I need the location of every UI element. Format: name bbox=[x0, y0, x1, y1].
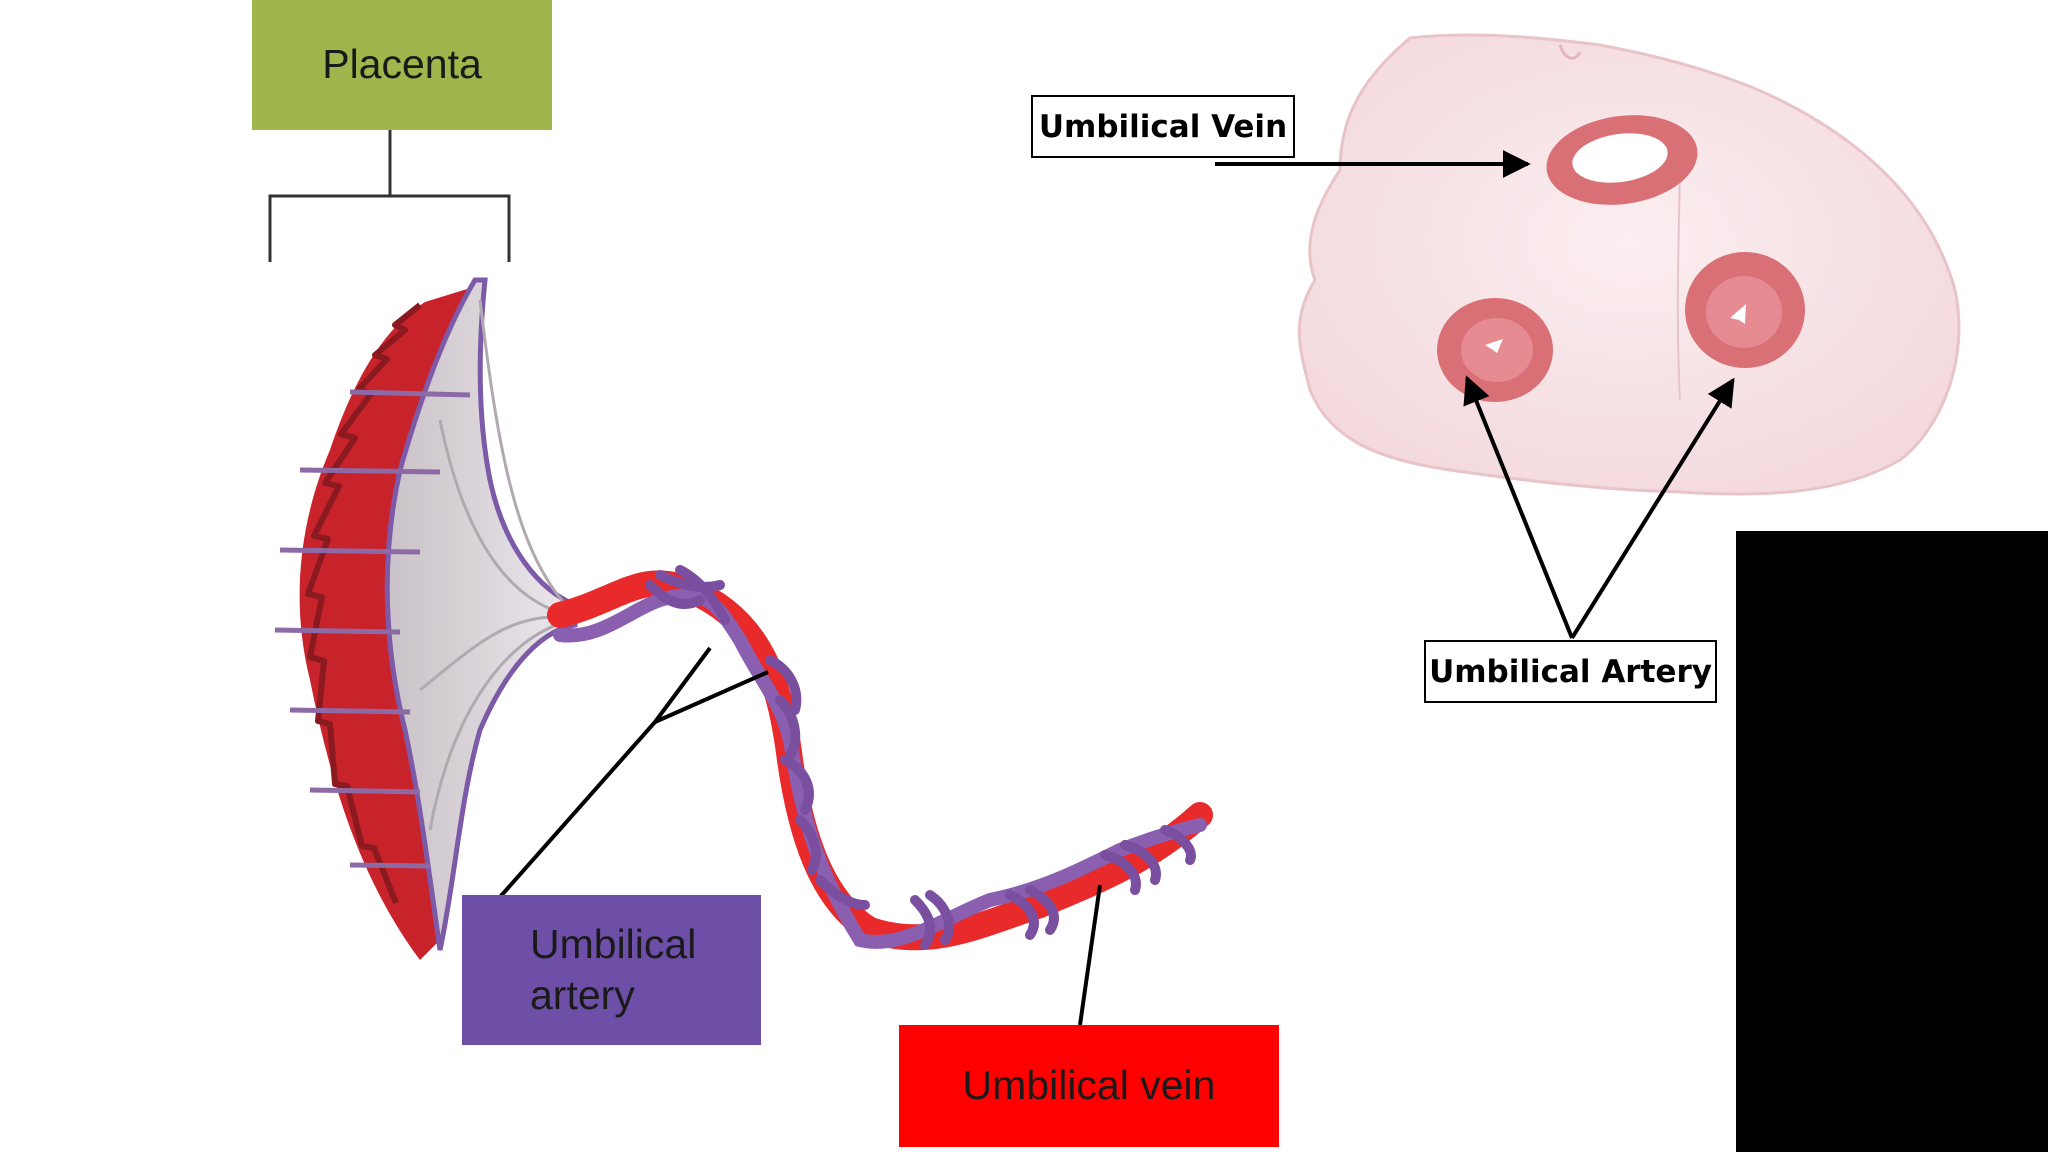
placenta-illustration bbox=[274, 277, 578, 960]
artery-leader-lines bbox=[498, 646, 769, 899]
umbilical-artery-left-lumen bbox=[1485, 339, 1503, 353]
histology-artery-label-box: Umbilical Artery bbox=[1424, 640, 1717, 703]
black-panel bbox=[1736, 531, 2048, 1152]
umbilical-artery-label-line1: Umbilical bbox=[530, 920, 697, 967]
placenta-vessels bbox=[274, 389, 471, 869]
vein-leader-line bbox=[1078, 884, 1102, 1026]
histology-vein-label-box: Umbilical Vein bbox=[1031, 95, 1295, 158]
placenta-villi-texture bbox=[305, 302, 422, 905]
artery-arrow-right bbox=[1570, 377, 1735, 640]
placenta-bracket bbox=[268, 130, 511, 262]
placenta-disc bbox=[384, 277, 578, 951]
cord-twists bbox=[645, 565, 1196, 950]
placenta-label-box: Placenta bbox=[252, 0, 552, 130]
umbilical-artery-label-line2: artery bbox=[530, 972, 635, 1018]
umbilical-artery-right-lumen bbox=[1730, 304, 1746, 324]
umbilical-cord bbox=[547, 565, 1213, 951]
umbilical-artery-label-box: Umbilical artery bbox=[462, 895, 761, 1045]
umbilical-vein-lumen bbox=[1572, 133, 1668, 183]
histology-artery-label: Umbilical Artery bbox=[1429, 653, 1712, 690]
cord-cross-section bbox=[1297, 33, 1961, 496]
tissue-section bbox=[1297, 33, 1961, 496]
artery-arrow-left bbox=[1463, 375, 1574, 639]
umbilical-vein-label-box: Umbilical vein bbox=[899, 1025, 1279, 1147]
placenta-label: Placenta bbox=[322, 41, 482, 88]
histology-vein-label: Umbilical Vein bbox=[1038, 108, 1288, 145]
umbilical-vein-label: Umbilical vein bbox=[962, 1062, 1216, 1109]
tissue-notch bbox=[1558, 44, 1582, 60]
cord-vein bbox=[547, 570, 1213, 951]
